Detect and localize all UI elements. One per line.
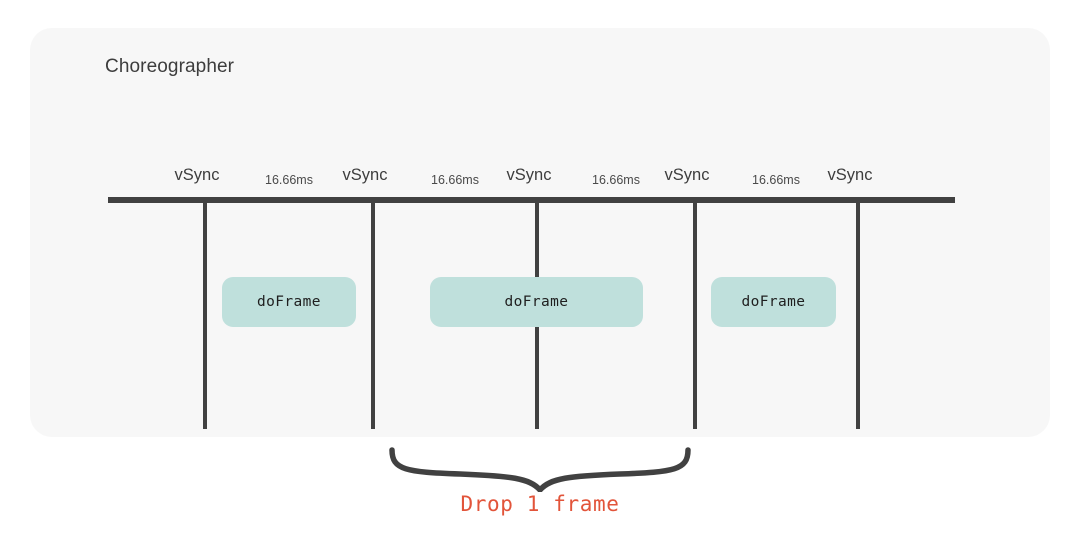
drop-frame-brace xyxy=(380,446,700,492)
vsync-label-5: vSync xyxy=(827,166,873,184)
interval-label-1: 16.66ms xyxy=(265,173,313,187)
page-title: Choreographer xyxy=(105,56,235,77)
brace-path xyxy=(389,447,691,492)
doframe-block-1: doFrame xyxy=(222,277,356,327)
interval-label-2: 16.66ms xyxy=(431,173,479,187)
timeline-axis xyxy=(108,197,955,203)
interval-label-3: 16.66ms xyxy=(592,173,640,187)
vsync-tick-1 xyxy=(203,203,207,429)
frame-timeline: vSync vSync vSync vSync vSync 16.66ms 16.66ms 1… xyxy=(30,28,1050,437)
doframe-block-2: doFrame xyxy=(430,277,643,327)
vsync-tick-2 xyxy=(371,203,375,429)
interval-label-4: 16.66ms xyxy=(752,173,800,187)
vsync-label-2: vSync xyxy=(342,166,388,184)
vsync-label-3: vSync xyxy=(506,166,552,184)
vsync-label-1: vSync xyxy=(174,166,220,184)
vsync-label-4: vSync xyxy=(664,166,710,184)
vsync-tick-5 xyxy=(856,203,860,429)
drop-frame-caption: Drop 1 frame xyxy=(460,492,620,516)
vsync-tick-4 xyxy=(693,203,697,429)
choreographer-card: Choreographer vSync vSync vSync vSync vSync 1… xyxy=(30,28,1050,437)
doframe-block-3: doFrame xyxy=(711,277,836,327)
